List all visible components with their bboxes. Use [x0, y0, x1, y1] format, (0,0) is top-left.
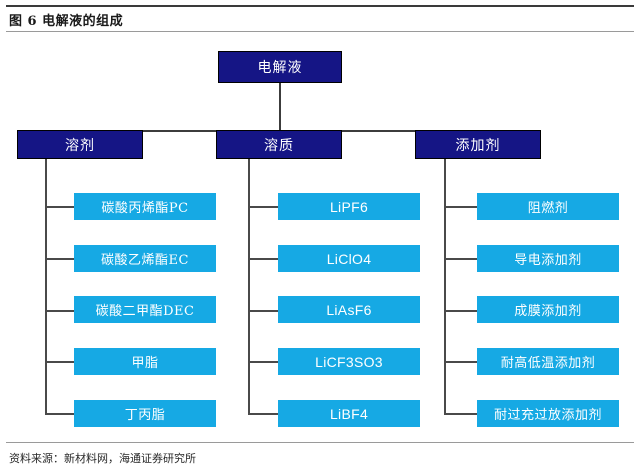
connector-stub-additive-5 [444, 413, 478, 415]
node-category-solvent[interactable]: 溶剂 [17, 130, 143, 159]
connector-trunk-solute [248, 159, 250, 413]
node-leaf-solvent-4[interactable]: 甲脂 [74, 348, 216, 375]
node-leaf-additive-2[interactable]: 导电添加剂 [477, 245, 619, 272]
node-leaf-additive-1[interactable]: 阻燃剂 [477, 193, 619, 220]
header-rule-top [6, 5, 634, 7]
node-category-solute[interactable]: 溶质 [216, 130, 342, 159]
connector-stub-additive-2 [444, 258, 478, 260]
connector-stub-solvent-5 [45, 413, 75, 415]
connector-stub-additive-4 [444, 361, 478, 363]
node-leaf-solvent-3[interactable]: 碳酸二甲酯DEC [74, 296, 216, 323]
node-root-electrolyte[interactable]: 电解液 [218, 51, 342, 83]
connector-stub-additive-1 [444, 206, 478, 208]
node-leaf-solute-2[interactable]: LiClO4 [278, 245, 420, 272]
connector-stub-solute-4 [248, 361, 279, 363]
connector-root-drop [279, 83, 281, 132]
connector-stub-solute-3 [248, 310, 279, 312]
header-rule-bottom [6, 31, 634, 32]
node-leaf-solute-1[interactable]: LiPF6 [278, 193, 420, 220]
node-leaf-solute-4[interactable]: LiCF3SO3 [278, 348, 420, 375]
connector-stub-solute-1 [248, 206, 279, 208]
node-leaf-solvent-5[interactable]: 丁丙脂 [74, 400, 216, 427]
node-leaf-additive-5[interactable]: 耐过充过放添加剂 [477, 400, 619, 427]
connector-stub-solute-2 [248, 258, 279, 260]
org-chart-canvas: 电解液 溶剂 溶质 添加剂 碳酸丙烯酯PC 碳酸乙烯酯EC 碳酸二甲酯DEC 甲… [0, 34, 640, 440]
connector-stub-additive-3 [444, 310, 478, 312]
connector-stub-solvent-2 [45, 258, 75, 260]
figure-footer: 资料来源：新材料网，海通证券研究所 [0, 440, 640, 471]
node-leaf-solute-3[interactable]: LiAsF6 [278, 296, 420, 323]
node-category-additive[interactable]: 添加剂 [415, 130, 541, 159]
connector-stub-solvent-4 [45, 361, 75, 363]
connector-stub-solvent-3 [45, 310, 75, 312]
figure-source: 资料来源：新材料网，海通证券研究所 [9, 452, 196, 465]
connector-stub-solute-5 [248, 413, 279, 415]
connector-trunk-solvent [45, 159, 47, 413]
figure-title: 图 6 电解液的组成 [9, 14, 124, 29]
node-leaf-solvent-2[interactable]: 碳酸乙烯酯EC [74, 245, 216, 272]
node-leaf-additive-4[interactable]: 耐高低温添加剂 [477, 348, 619, 375]
footer-rule [6, 442, 634, 443]
node-leaf-additive-3[interactable]: 成膜添加剂 [477, 296, 619, 323]
connector-trunk-additive [444, 159, 446, 413]
figure-header: 图 6 电解液的组成 [0, 0, 640, 34]
node-leaf-solvent-1[interactable]: 碳酸丙烯酯PC [74, 193, 216, 220]
connector-stub-solvent-1 [45, 206, 75, 208]
node-leaf-solute-5[interactable]: LiBF4 [278, 400, 420, 427]
